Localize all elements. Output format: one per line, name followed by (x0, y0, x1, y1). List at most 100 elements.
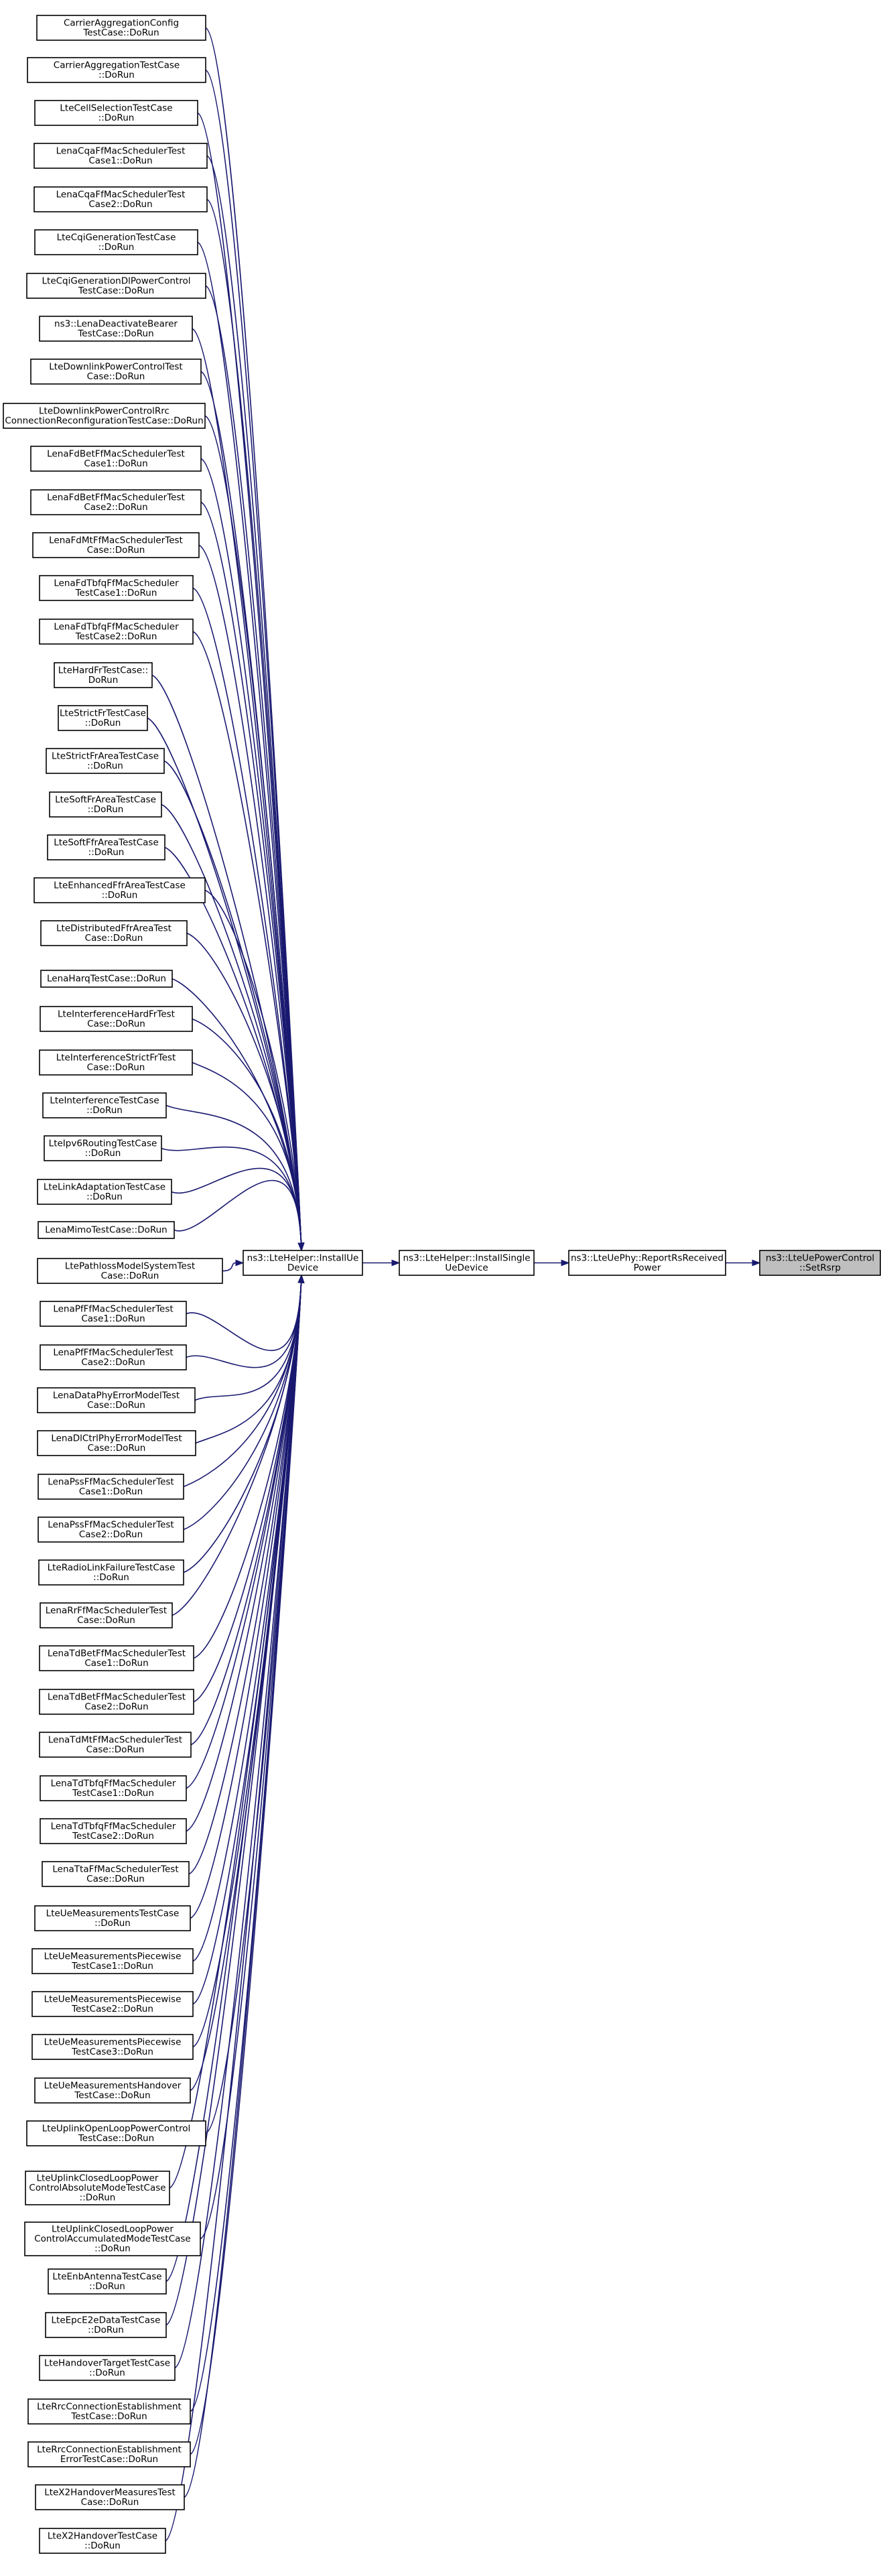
chain-arrowhead (561, 1259, 570, 1267)
node-label-line: LteUplinkClosedLoopPower (52, 2224, 174, 2235)
node-label-line: LteHandoverTargetTestCase (44, 2358, 170, 2368)
node-label-line: LteStrictFrTestCase (60, 708, 146, 718)
caller-node[interactable]: CarrierAggregationTestCase::DoRun (27, 57, 206, 83)
node-label-line: LteRadioLinkFailureTestCase (48, 1562, 176, 1573)
caller-node[interactable]: LteHandoverTargetTestCase::DoRun (39, 2355, 176, 2381)
caller-node[interactable]: LteEpcE2eDataTestCase::DoRun (45, 2312, 167, 2338)
caller-node[interactable]: LteEnbAntennaTestCase::DoRun (48, 2268, 167, 2295)
caller-node[interactable]: LteUeMeasurementsPiecewiseTestCase2::DoR… (31, 1991, 194, 2017)
node-set-rsrp[interactable]: ns3::LteUePowerControl::SetRsrp (759, 1250, 881, 1276)
node-label-line: LteUeMeasurementsPiecewise (44, 2037, 182, 2047)
caller-node[interactable]: LteEnhancedFfrAreaTestCase::DoRun (33, 877, 206, 903)
node-label-line: DoRun (88, 675, 119, 686)
node-label-line: ::DoRun (98, 113, 135, 123)
caller-node[interactable]: LteInterferenceTestCase::DoRun (42, 1092, 167, 1118)
caller-node[interactable]: LteSoftFrAreaTestCase::DoRun (49, 791, 162, 818)
caller-node[interactable]: LteX2HandoverTestCase::DoRun (39, 2528, 166, 2554)
node-label-line: LteUplinkOpenLoopPowerControl (42, 2123, 191, 2134)
caller-node[interactable]: LenaMimoTestCase::DoRun (38, 1221, 175, 1239)
caller-node[interactable]: LteUplinkClosedLoopPowerControlAccumulat… (24, 2221, 201, 2256)
node-label-line: ::DoRun (89, 2368, 125, 2378)
node-label-line: ::DoRun (88, 847, 125, 858)
caller-node[interactable]: LteLinkAdaptationTestCase::DoRun (37, 1179, 172, 1205)
caller-node[interactable]: LteUplinkOpenLoopPowerControlTestCase::D… (26, 2120, 206, 2146)
node-label-line: ::DoRun (93, 1572, 129, 1583)
node-label-line: ns3::LenaDeactivateBearer (54, 318, 178, 329)
edge-caller-13 (192, 587, 302, 1244)
edges (147, 27, 761, 2542)
node-label-line: LteX2HandoverMeasuresTest (44, 2487, 176, 2498)
node-label-line: LenaCqaFfMacSchedulerTest (56, 189, 186, 200)
caller-node[interactable]: LteUeMeasurementsPiecewiseTestCase1::DoR… (31, 1948, 194, 1974)
caller-node[interactable]: LteCqiGenerationDlPowerControlTestCase::… (26, 273, 206, 299)
node-label-line: ::DoRun (85, 1148, 121, 1159)
node-label-line: LteInterferenceStrictFrTest (56, 1052, 176, 1063)
caller-node[interactable]: LteUeMeasurementsPiecewiseTestCase3::DoR… (31, 2034, 194, 2060)
caller-node[interactable]: LteRrcConnectionEstablishmentErrorTestCa… (27, 2441, 191, 2467)
node-label-line: LenaPssFfMacSchedulerTest (48, 1519, 174, 1530)
node-label-line: ::DoRun (102, 890, 138, 901)
edge-caller-31 (186, 1282, 302, 1368)
node-label-line: LenaDlCtrlPhyErrorModelTest (51, 1433, 182, 1443)
caller-node[interactable]: LteDownlinkPowerControlRrcConnectionReco… (3, 403, 206, 429)
node-label-line: TestCase3::DoRun (71, 2047, 153, 2057)
caller-node[interactable]: LteHardFrTestCase::DoRun (54, 662, 153, 688)
caller-node[interactable]: LteRadioLinkFailureTestCase::DoRun (38, 1559, 184, 1586)
node-label-line: LteIpv6RoutingTestCase (49, 1138, 157, 1149)
node-label-line: ::DoRun (84, 2540, 121, 2551)
node-label-line: LteInterferenceHardFrTest (58, 1009, 175, 1019)
node-label-line: LteSoftFrAreaTestCase (55, 794, 156, 805)
caller-node[interactable]: LteCellSelectionTestCase::DoRun (34, 100, 198, 126)
node-label-line: Case1::DoRun (84, 458, 147, 469)
caller-node[interactable]: LteUplinkClosedLoopPowerControlAbsoluteM… (25, 2171, 170, 2205)
edge-caller-2 (197, 112, 302, 1244)
node-label-line: LenaFdBetFfMacSchedulerTest (47, 448, 185, 459)
caller-node[interactable]: LteStrictFrTestCase::DoRun (58, 705, 148, 731)
node-label-line: Case2::DoRun (84, 1701, 148, 1712)
caller-node[interactable]: LteUeMeasurementsTestCase::DoRun (34, 1905, 191, 1931)
caller-node[interactable]: LteIpv6RoutingTestCase::DoRun (44, 1135, 162, 1161)
caller-node[interactable]: LteStrictFrAreaTestCase::DoRun (46, 748, 165, 774)
caller-node[interactable]: LteRrcConnectionEstablishmentTestCase::D… (27, 2398, 191, 2425)
edge-caller-38 (193, 1282, 302, 1659)
node-label-line: LteStrictFrAreaTestCase (52, 751, 159, 761)
caller-node[interactable]: LteSoftFfrAreaTestCase::DoRun (47, 834, 165, 860)
node-label-line: ::SetRsrp (799, 1263, 841, 1273)
caller-node[interactable]: LenaHarqTestCase::DoRun (40, 970, 173, 988)
node-label-line: TestCase::DoRun (78, 2133, 154, 2144)
edge-arrowhead (297, 1274, 305, 1283)
caller-node[interactable]: LteCqiGenerationTestCase::DoRun (34, 229, 198, 255)
